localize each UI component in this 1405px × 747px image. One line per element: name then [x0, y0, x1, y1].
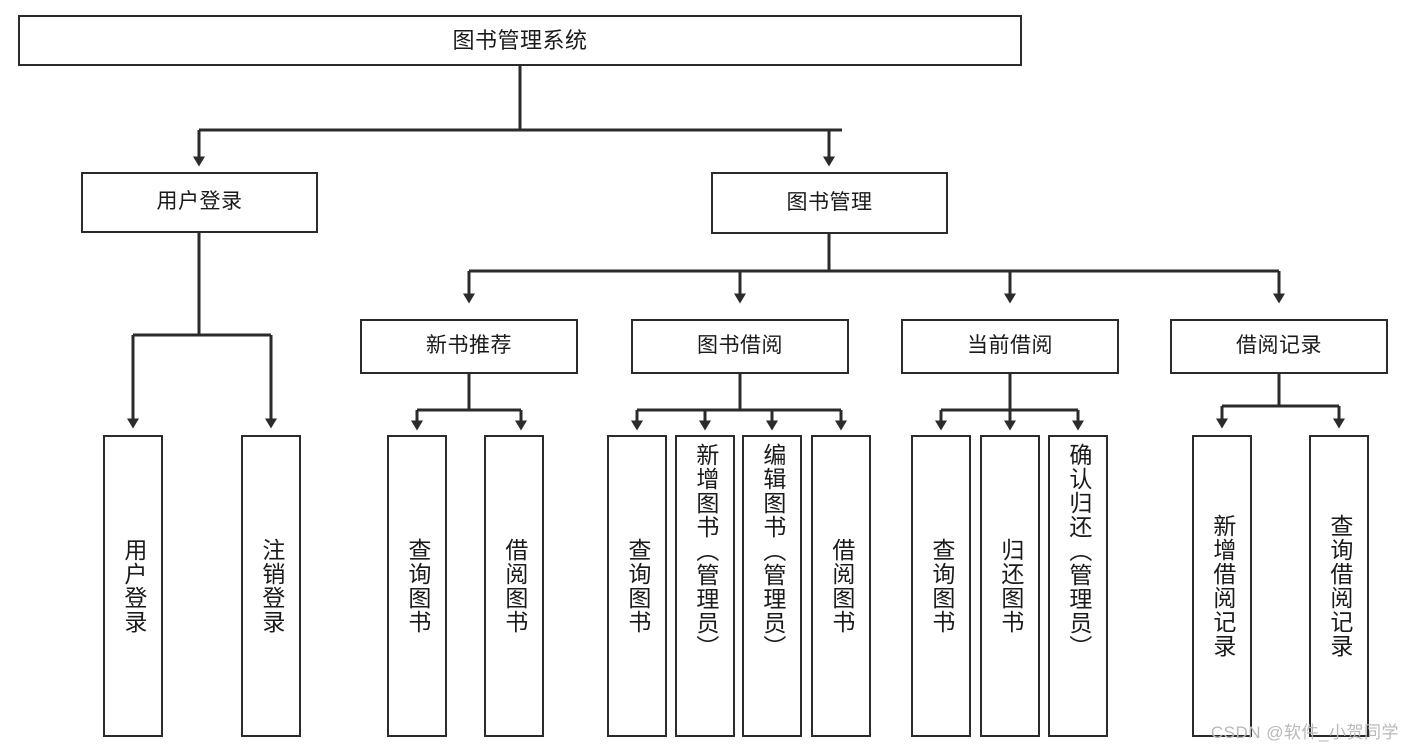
node-leaf-query-book-3[interactable]: 查询图书	[911, 435, 971, 737]
node-leaf-query-book-1[interactable]: 查询图书	[387, 435, 447, 737]
node-user-login-label: 用户登录	[156, 190, 243, 214]
node-leaf-query-book-3-label: 查询图书	[928, 538, 955, 634]
node-leaf-edit-book-admin[interactable]: 编辑图书（管理员）	[742, 435, 802, 737]
node-leaf-return-book-label: 归还图书	[997, 538, 1024, 634]
node-leaf-add-borrow-record-label: 新增借阅记录	[1209, 514, 1236, 658]
node-leaf-query-book-2-label: 查询图书	[624, 538, 651, 634]
node-leaf-edit-book-admin-label: 编辑图书（管理员）	[759, 443, 786, 659]
node-leaf-add-borrow-record[interactable]: 新增借阅记录	[1192, 435, 1252, 737]
node-leaf-logout-login[interactable]: 注销登录	[241, 435, 301, 737]
node-book-management-label: 图书管理	[786, 190, 873, 214]
node-leaf-logout-login-label: 注销登录	[258, 538, 285, 634]
node-new-book-recommend[interactable]: 新书推荐	[360, 319, 578, 374]
node-borrow-record[interactable]: 借阅记录	[1170, 319, 1388, 374]
node-leaf-confirm-return-admin-label: 确认归还（管理员）	[1065, 443, 1092, 659]
node-leaf-add-book-admin[interactable]: 新增图书（管理员）	[675, 435, 735, 737]
node-current-borrow-label: 当前借阅	[967, 334, 1053, 358]
node-leaf-user-login[interactable]: 用户登录	[103, 435, 163, 737]
node-root-system[interactable]: 图书管理系统	[18, 15, 1022, 66]
node-leaf-borrow-book-1-label: 借阅图书	[501, 538, 528, 634]
node-leaf-borrow-book-2[interactable]: 借阅图书	[811, 435, 871, 737]
node-leaf-query-book-1-label: 查询图书	[404, 538, 431, 634]
node-new-book-recommend-label: 新书推荐	[426, 334, 512, 358]
node-leaf-borrow-book-1[interactable]: 借阅图书	[484, 435, 544, 737]
node-leaf-query-book-2[interactable]: 查询图书	[607, 435, 667, 737]
node-user-login[interactable]: 用户登录	[81, 172, 318, 233]
node-root-system-label: 图书管理系统	[452, 27, 588, 53]
node-book-borrow-label: 图书借阅	[697, 334, 783, 358]
node-leaf-borrow-book-2-label: 借阅图书	[828, 538, 855, 634]
node-leaf-return-book[interactable]: 归还图书	[980, 435, 1040, 737]
node-leaf-user-login-label: 用户登录	[120, 538, 147, 634]
csdn-watermark: CSDN @软件_小贺同学	[1210, 723, 1399, 742]
node-borrow-record-label: 借阅记录	[1236, 334, 1322, 358]
node-current-borrow[interactable]: 当前借阅	[901, 319, 1119, 374]
node-leaf-query-borrow-record[interactable]: 查询借阅记录	[1309, 435, 1369, 737]
node-leaf-confirm-return-admin[interactable]: 确认归还（管理员）	[1048, 435, 1108, 737]
node-leaf-query-borrow-record-label: 查询借阅记录	[1326, 514, 1353, 658]
node-book-management[interactable]: 图书管理	[711, 172, 948, 234]
node-book-borrow[interactable]: 图书借阅	[631, 319, 849, 374]
node-leaf-add-book-admin-label: 新增图书（管理员）	[692, 443, 719, 659]
